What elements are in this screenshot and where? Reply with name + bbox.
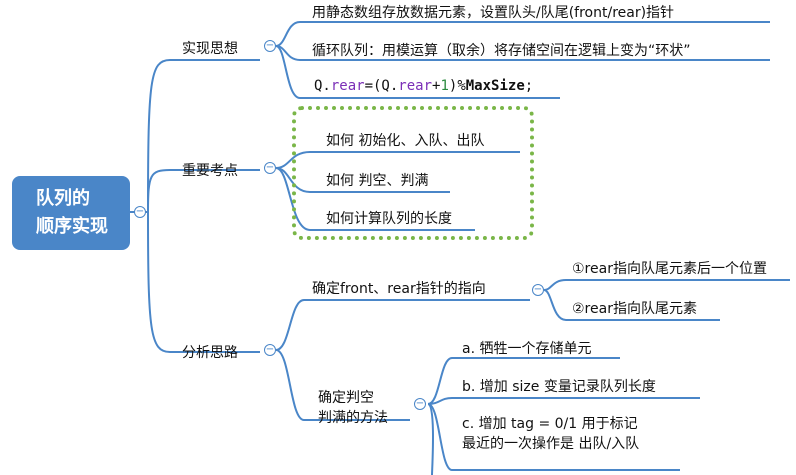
code-plus: + bbox=[432, 78, 441, 94]
code-mod: )% bbox=[448, 78, 466, 94]
root-title-line2: 顺序实现 bbox=[36, 216, 108, 237]
root-node[interactable]: 队列的 顺序实现 bbox=[12, 176, 130, 250]
empty-full-label-line1: 确定判空 bbox=[318, 390, 374, 406]
code-q2: =(Q. bbox=[364, 78, 399, 94]
branch-analysis-label[interactable]: 分析思路 bbox=[182, 345, 238, 361]
method-a[interactable]: a. 牺牲一个存储单元 bbox=[462, 341, 592, 357]
code-maxsize: MaxSize bbox=[465, 78, 525, 94]
empty-full-label[interactable]: 确定判空 判满的方法 bbox=[318, 388, 388, 428]
method-c[interactable]: c. 增加 tag = 0/1 用于标记 最近的一次操作是 出队/入队 bbox=[462, 414, 639, 454]
key-item-1[interactable]: 如何 初始化、入队、出队 bbox=[326, 133, 485, 149]
impl-code[interactable]: Q.rear=(Q.rear+1)%MaxSize; bbox=[314, 78, 533, 94]
code-rear2: rear bbox=[398, 78, 433, 94]
key-collapse-icon[interactable]: − bbox=[264, 162, 276, 174]
impl-item-1[interactable]: 用静态数组存放数据元素，设置队头/队尾(front/rear)指针 bbox=[312, 5, 675, 21]
root-collapse-icon[interactable]: − bbox=[134, 206, 146, 218]
key-points-dashed-box bbox=[292, 106, 534, 240]
branch-key-label[interactable]: 重要考点 bbox=[182, 163, 238, 179]
key-item-3[interactable]: 如何计算队列的长度 bbox=[326, 211, 452, 227]
branch-impl-label[interactable]: 实现思想 bbox=[182, 41, 238, 57]
pointer-collapse-icon[interactable]: − bbox=[532, 284, 544, 296]
pointer-option-2[interactable]: ②rear指向队尾元素 bbox=[572, 301, 697, 317]
empty-full-collapse-icon[interactable]: − bbox=[414, 398, 426, 410]
impl-item-2[interactable]: 循环队列：用模运算（取余）将存储空间在逻辑上变为“环状” bbox=[312, 43, 691, 59]
code-one: 1 bbox=[440, 78, 449, 94]
code-rear1: rear bbox=[330, 78, 365, 94]
empty-full-label-line2: 判满的方法 bbox=[318, 410, 388, 426]
root-title-line1: 队列的 bbox=[36, 188, 90, 209]
method-c-line2: 最近的一次操作是 出队/入队 bbox=[462, 436, 640, 452]
method-b[interactable]: b. 增加 size 变量记录队列长度 bbox=[462, 379, 656, 395]
pointer-label[interactable]: 确定front、rear指针的指向 bbox=[312, 281, 486, 297]
pointer-option-1[interactable]: ①rear指向队尾元素后一个位置 bbox=[572, 261, 767, 277]
key-item-2[interactable]: 如何 判空、判满 bbox=[326, 173, 429, 189]
code-q1: Q. bbox=[314, 78, 331, 94]
code-semicolon: ; bbox=[524, 78, 534, 94]
method-c-line1: c. 增加 tag = 0/1 用于标记 bbox=[462, 416, 638, 432]
impl-collapse-icon[interactable]: − bbox=[264, 40, 276, 52]
analysis-collapse-icon[interactable]: − bbox=[264, 344, 276, 356]
